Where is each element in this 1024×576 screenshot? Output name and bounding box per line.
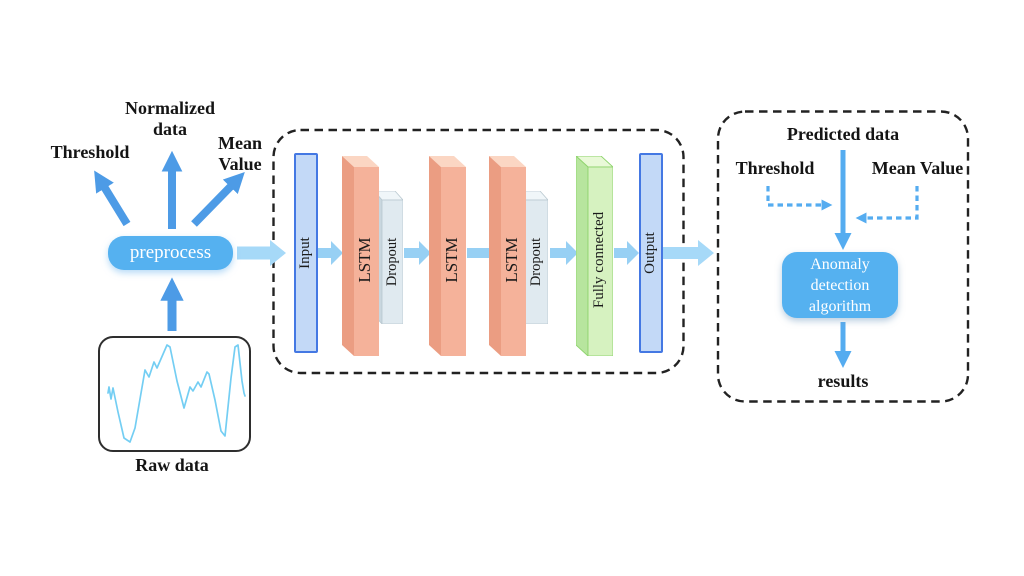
raw-data-waveform-icon bbox=[107, 344, 246, 443]
mean-value-line2: Value bbox=[218, 154, 262, 174]
output-layer-label: Output bbox=[642, 232, 658, 274]
lstm3-layer-label: LSTM bbox=[502, 237, 521, 283]
results-label: results bbox=[817, 371, 869, 391]
arrow-input-to-lstm1 bbox=[318, 241, 343, 265]
arrow-fully-connected-to-output bbox=[614, 241, 639, 265]
arrow-mean-value-dashed bbox=[855, 186, 919, 224]
lstm1-layer-label: LSTM bbox=[355, 237, 374, 283]
waveform-line bbox=[107, 344, 246, 443]
normalized-data-line1: Normalized bbox=[125, 98, 215, 118]
arrow-preprocess-to-network bbox=[237, 240, 286, 266]
preprocess-box: preprocess bbox=[108, 236, 233, 270]
arrow-lstm1-to-lstm2 bbox=[404, 241, 431, 265]
anomaly-box-line2: detection bbox=[810, 277, 870, 294]
dropout1-layer-label: Dropout bbox=[384, 237, 400, 287]
fully-connected-side-face bbox=[576, 156, 589, 356]
normalized-data-label: Normalized data bbox=[110, 98, 230, 140]
raw-data-label: Raw data bbox=[135, 455, 209, 475]
raw-data-box bbox=[98, 336, 251, 452]
arrow-preprocess-to-mean-value bbox=[191, 171, 245, 227]
threshold-label-left: Threshold bbox=[50, 142, 130, 162]
arrow-network-to-anomaly-section bbox=[662, 240, 714, 266]
normalized-data-line2: data bbox=[152, 119, 187, 139]
lstm3-side-face bbox=[489, 156, 501, 356]
mean-value-label-left: Mean Value bbox=[200, 133, 280, 175]
arrow-lstm3-to-fully-connected bbox=[550, 241, 578, 265]
lstm1-side-face bbox=[342, 156, 354, 356]
threshold-label-right: Threshold bbox=[735, 158, 815, 178]
arrow-preprocess-to-threshold bbox=[94, 170, 131, 227]
anomaly-detection-box: Anomaly detection algorithm bbox=[782, 252, 898, 318]
network-section-dashed-border bbox=[272, 128, 685, 375]
dropout2-layer-label: Dropout bbox=[528, 237, 544, 287]
anomaly-box-line3: algorithm bbox=[808, 298, 872, 315]
anomaly-box-line1: Anomaly bbox=[810, 256, 870, 273]
lstm2-side-face bbox=[429, 156, 441, 356]
lstm2-layer-label: LSTM bbox=[442, 237, 461, 283]
fully-connected-layer-label: Fully connected bbox=[591, 211, 607, 309]
arrow-threshold-dashed bbox=[766, 186, 833, 211]
mean-value-label-right: Mean Value bbox=[871, 158, 964, 178]
mean-value-line1: Mean bbox=[218, 133, 262, 153]
input-layer-label: Input bbox=[297, 237, 313, 269]
predicted-data-label: Predicted data bbox=[786, 124, 900, 144]
